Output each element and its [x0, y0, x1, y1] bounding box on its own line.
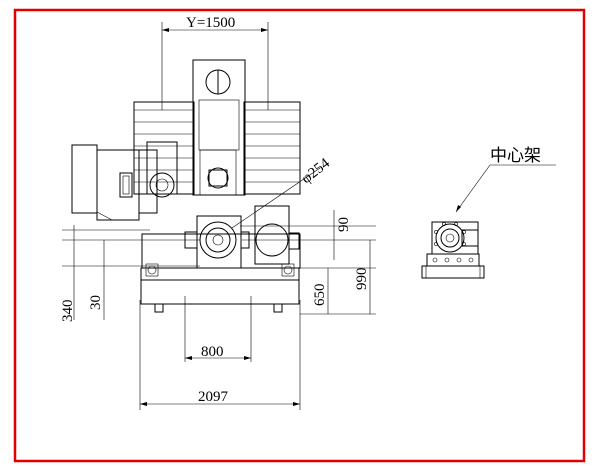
dim-340: 340 [60, 300, 76, 323]
machine-front-view [71, 59, 301, 313]
dimension-lines [62, 22, 376, 410]
center-rest-view [421, 164, 556, 279]
machine-bed [140, 233, 301, 313]
dim-2097: 2097 [198, 389, 229, 405]
gearbox-right [254, 205, 300, 265]
center-rest-label: 中心架 [490, 146, 541, 165]
dim-y-travel: Y=1500 [186, 15, 235, 31]
dim-90: 90 [336, 217, 352, 232]
carriage-block-right [243, 101, 301, 195]
dim-800: 800 [201, 344, 224, 360]
vertical-column [192, 59, 246, 196]
dim-30: 30 [88, 295, 104, 310]
dim-diameter: φ254 [299, 155, 334, 187]
drawing-frame [13, 8, 586, 463]
dim-650: 650 [312, 284, 328, 307]
main-spindle-chuck [184, 215, 250, 269]
carriage-block-left [133, 101, 195, 195]
spindle-motor-left [71, 141, 178, 221]
dim-990: 990 [354, 268, 370, 291]
